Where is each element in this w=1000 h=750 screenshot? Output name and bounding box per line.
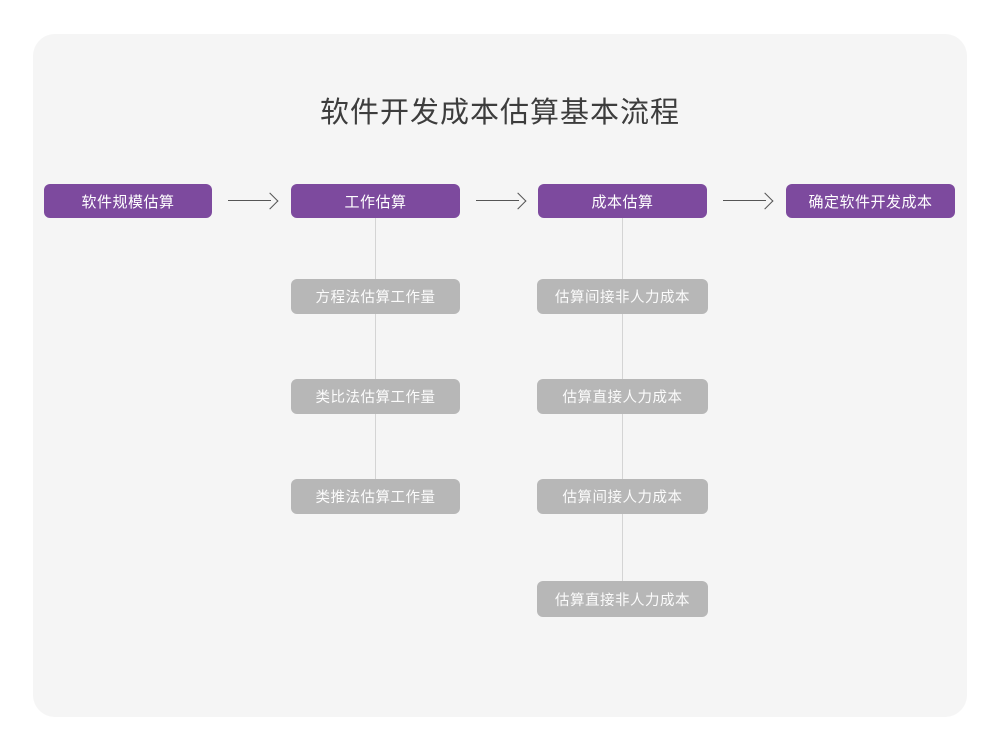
right-arrow-icon <box>476 191 527 211</box>
arrow-head <box>261 192 279 209</box>
substep-node-indirect-labor-cost[interactable]: 估算间接人力成本 <box>537 479 708 514</box>
arrow-shaft <box>723 200 766 202</box>
arrow-shaft <box>476 200 519 202</box>
right-arrow-icon <box>723 191 774 211</box>
substep-node-indirect-non-labor-cost[interactable]: 估算间接非人力成本 <box>537 279 708 314</box>
arrow-head <box>756 192 774 209</box>
page-title: 软件开发成本估算基本流程 <box>319 97 680 129</box>
connector-line-cost-estimation <box>621 218 623 616</box>
substep-node-analogy-method-workload[interactable]: 类比法估算工作量 <box>291 379 460 414</box>
stage-node-determine-development-cost[interactable]: 确定软件开发成本 <box>786 184 955 218</box>
arrow-head <box>509 192 527 209</box>
substep-node-direct-labor-cost[interactable]: 估算直接人力成本 <box>537 379 708 414</box>
diagram-card <box>33 34 967 717</box>
substep-node-direct-non-labor-cost[interactable]: 估算直接非人力成本 <box>537 581 708 617</box>
substep-node-equation-method-workload[interactable]: 方程法估算工作量 <box>291 279 460 314</box>
arrow-shaft <box>228 200 271 202</box>
stage-node-work-estimation[interactable]: 工作估算 <box>291 184 460 218</box>
right-arrow-icon <box>228 191 279 211</box>
substep-node-analogical-method-workload[interactable]: 类推法估算工作量 <box>291 479 460 514</box>
stage-node-software-scale-estimation[interactable]: 软件规模估算 <box>44 184 212 218</box>
stage-node-cost-estimation[interactable]: 成本估算 <box>538 184 707 218</box>
connector-line-work-estimation <box>374 218 376 513</box>
